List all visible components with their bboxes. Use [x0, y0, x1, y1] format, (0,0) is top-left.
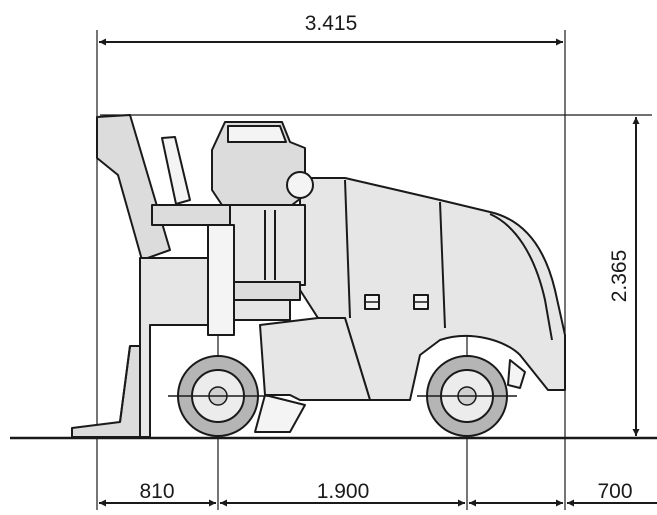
front-ramp [71, 345, 151, 438]
cab-top-window [227, 125, 287, 143]
front-mudguard [254, 394, 306, 433]
headlight [286, 171, 314, 199]
cabin-divider-2 [439, 201, 446, 329]
overall-height-label: 2.365 [608, 250, 631, 303]
cabin-divider-1 [344, 179, 351, 319]
ramp-edge [119, 345, 131, 423]
wheelbase-label: 1.900 [317, 480, 370, 503]
overall-length-label: 3.415 [305, 12, 358, 35]
vehicle [71, 114, 566, 438]
lower-skirt [259, 317, 371, 401]
overall-length-dimension: 3.415 [99, 12, 563, 46]
rear-overhang-label: 700 [597, 480, 632, 503]
cabin-front-curve [489, 213, 553, 341]
main-cabin-body [299, 177, 566, 401]
seat-cushion [151, 204, 233, 226]
rear-wheel [417, 355, 517, 437]
backrest-board [96, 114, 171, 261]
steering-column [207, 224, 235, 336]
deck-plate [231, 281, 301, 301]
rear-tail-light [507, 359, 526, 389]
seat-back [161, 136, 191, 205]
bottom-dimensions: 810 1.900 700 [99, 480, 657, 507]
engine-compartment [229, 204, 306, 321]
overall-height-dimension: 2.365 [608, 117, 640, 436]
front-overhang-label: 810 [139, 480, 174, 503]
front-wheel [168, 355, 268, 437]
